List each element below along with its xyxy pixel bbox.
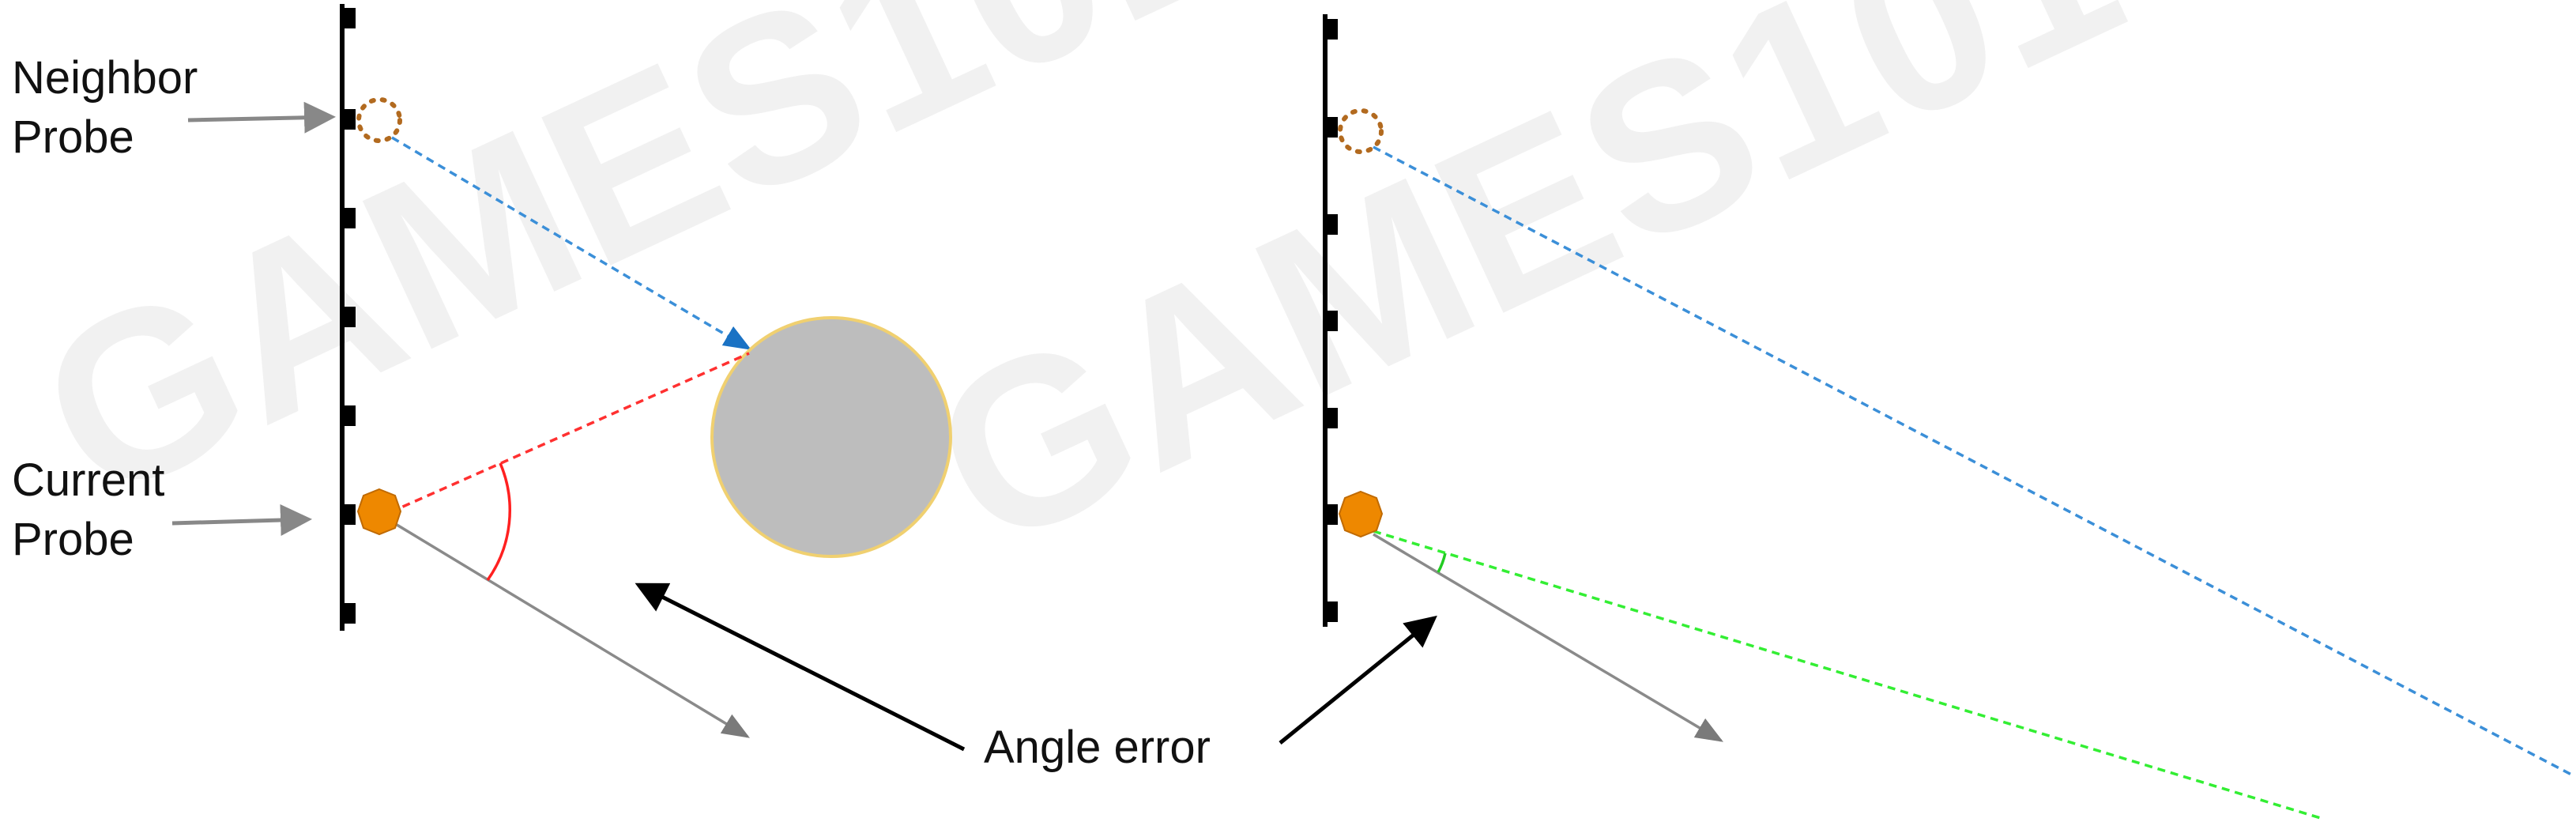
angle-arc-left (486, 462, 511, 582)
neighbor-probe-pointer (187, 101, 336, 134)
blue-ray-left (391, 136, 752, 350)
wall-ticks-right (1325, 19, 1338, 622)
current-probe-label-line2: Probe (12, 514, 134, 565)
neighbor-probe-right (1338, 108, 1384, 154)
green-ray-right (1373, 530, 2324, 820)
red-ray-left (390, 352, 750, 514)
angle-error-label: Angle error (984, 722, 1211, 773)
left-panel: Neighbor Probe Current Probe (12, 4, 952, 738)
current-probe-pointer (171, 504, 312, 537)
angle-error-pointer-right (1279, 615, 1437, 745)
neighbor-probe-label-line2: Probe (12, 111, 134, 163)
angle-error-callout: Angle error (635, 583, 1437, 773)
gray-ray-left (390, 519, 750, 738)
current-probe-label-line1: Current (12, 454, 164, 506)
occluder-sphere (710, 316, 952, 558)
watermark: GAMES101 GAMES101 (4, 0, 2156, 599)
neighbor-probe-label-line1: Neighbor (12, 52, 198, 104)
current-probe-right (1338, 490, 1384, 538)
current-probe-left (356, 488, 402, 536)
wall-ticks-left (342, 8, 356, 624)
right-panel (1323, 14, 2575, 820)
angle-error-pointer-left (635, 583, 966, 752)
blue-ray-right (1373, 145, 2575, 778)
neighbor-probe-left (356, 97, 402, 143)
gray-ray-right (1373, 533, 1724, 742)
angle-arc-right (1437, 552, 1447, 573)
